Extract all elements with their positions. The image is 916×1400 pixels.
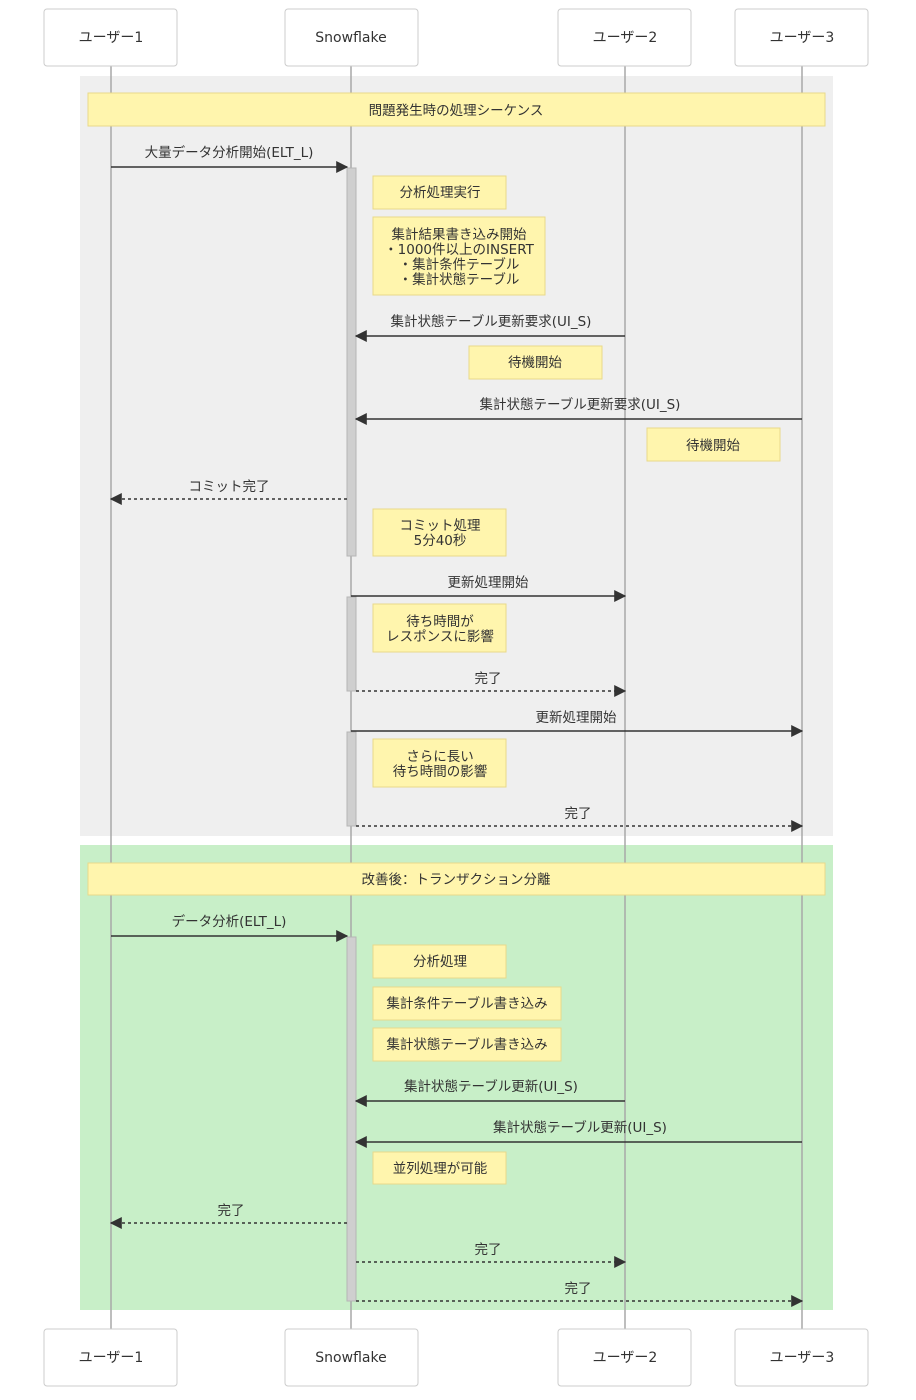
actor-label: Snowflake bbox=[315, 30, 386, 46]
note-text: ・集計状態テーブル bbox=[399, 271, 520, 288]
note: 集計状態テーブル書き込み bbox=[372, 1027, 562, 1062]
message-label: コミット完了 bbox=[189, 479, 270, 495]
note: 待機開始 bbox=[646, 427, 781, 462]
message-label: 更新処理開始 bbox=[448, 575, 529, 591]
note-text: 待ち時間の影響 bbox=[393, 763, 488, 780]
activation-bar bbox=[346, 936, 357, 1302]
note: さらに長い 待ち時間の影響 bbox=[372, 738, 507, 788]
section-title-note: 改善後：トランザクション分離 bbox=[87, 862, 826, 896]
note-text: 並列処理が可能 bbox=[393, 1161, 488, 1177]
section-title: 問題発生時の処理シーケンス bbox=[369, 103, 544, 119]
section-title-note: 問題発生時の処理シーケンス bbox=[87, 92, 826, 127]
note: 分析処理 bbox=[372, 944, 507, 979]
message-label: 集計状態テーブル更新要求(UI_S) bbox=[391, 313, 592, 330]
note: 並列処理が可能 bbox=[372, 1151, 507, 1185]
actor-snowflake-top: Snowflake bbox=[284, 8, 419, 67]
message-label: 集計状態テーブル更新(UI_S) bbox=[404, 1078, 578, 1095]
note: 分析処理実行 bbox=[372, 175, 507, 210]
note-text: コミット処理 bbox=[400, 518, 481, 534]
actor-user3-bottom: ユーザー3 bbox=[734, 1328, 869, 1387]
note-text: 集計条件テーブル書き込み bbox=[386, 995, 547, 1012]
note-text: 分析処理実行 bbox=[400, 185, 481, 201]
message-label: 大量データ分析開始(ELT_L) bbox=[145, 144, 314, 161]
note-text: 集計状態テーブル書き込み bbox=[386, 1036, 547, 1053]
note: コミット処理 5分40秒 bbox=[372, 508, 507, 557]
actor-label: ユーザー2 bbox=[593, 1350, 658, 1366]
message-label: 完了 bbox=[565, 1281, 592, 1297]
actor-user1-bottom: ユーザー1 bbox=[43, 1328, 178, 1387]
note-text: 集計結果書き込み開始 bbox=[392, 227, 527, 243]
actor-user3-top: ユーザー3 bbox=[734, 8, 869, 67]
actor-label: ユーザー1 bbox=[79, 1350, 144, 1366]
note-text: ・1000件以上のINSERT bbox=[384, 242, 534, 258]
note-text: レスポンスに影響 bbox=[386, 628, 494, 645]
actor-label: ユーザー3 bbox=[770, 30, 835, 46]
note-text: 待ち時間が bbox=[406, 614, 474, 630]
note: 集計結果書き込み開始 ・1000件以上のINSERT ・集計条件テーブル ・集計… bbox=[372, 216, 546, 296]
actor-label: ユーザー3 bbox=[770, 1350, 835, 1366]
note-text: 5分40秒 bbox=[414, 533, 467, 549]
note-text: さらに長い bbox=[406, 749, 474, 765]
actor-label: ユーザー2 bbox=[593, 30, 658, 46]
actor-snowflake-bottom: Snowflake bbox=[284, 1328, 419, 1387]
actor-label: Snowflake bbox=[315, 1350, 386, 1366]
message-label: 完了 bbox=[565, 806, 592, 822]
actor-user2-bottom: ユーザー2 bbox=[557, 1328, 692, 1387]
message-label: 完了 bbox=[218, 1203, 245, 1219]
message-label: 完了 bbox=[475, 1242, 502, 1258]
message-label: 集計状態テーブル更新要求(UI_S) bbox=[480, 396, 681, 413]
section-improved-background bbox=[80, 845, 833, 1310]
note-text: 分析処理 bbox=[413, 954, 467, 970]
note: 集計条件テーブル書き込み bbox=[372, 986, 562, 1021]
note-text: ・集計条件テーブル bbox=[399, 256, 520, 273]
activation-bar bbox=[346, 731, 357, 827]
note-text: 待機開始 bbox=[508, 355, 562, 371]
note-text: 待機開始 bbox=[686, 438, 740, 454]
section-title: 改善後：トランザクション分離 bbox=[362, 872, 551, 888]
activation-bar bbox=[346, 596, 357, 692]
actor-user2-top: ユーザー2 bbox=[557, 8, 692, 67]
activation-bar bbox=[346, 167, 357, 557]
note: 待機開始 bbox=[468, 345, 603, 380]
message-label: 集計状態テーブル更新(UI_S) bbox=[493, 1119, 667, 1136]
actor-user1-top: ユーザー1 bbox=[43, 8, 178, 67]
actor-label: ユーザー1 bbox=[79, 30, 144, 46]
message-label: データ分析(ELT_L) bbox=[172, 913, 287, 930]
message-label: 更新処理開始 bbox=[536, 710, 617, 726]
note: 待ち時間が レスポンスに影響 bbox=[372, 603, 507, 653]
message-label: 完了 bbox=[475, 671, 502, 687]
